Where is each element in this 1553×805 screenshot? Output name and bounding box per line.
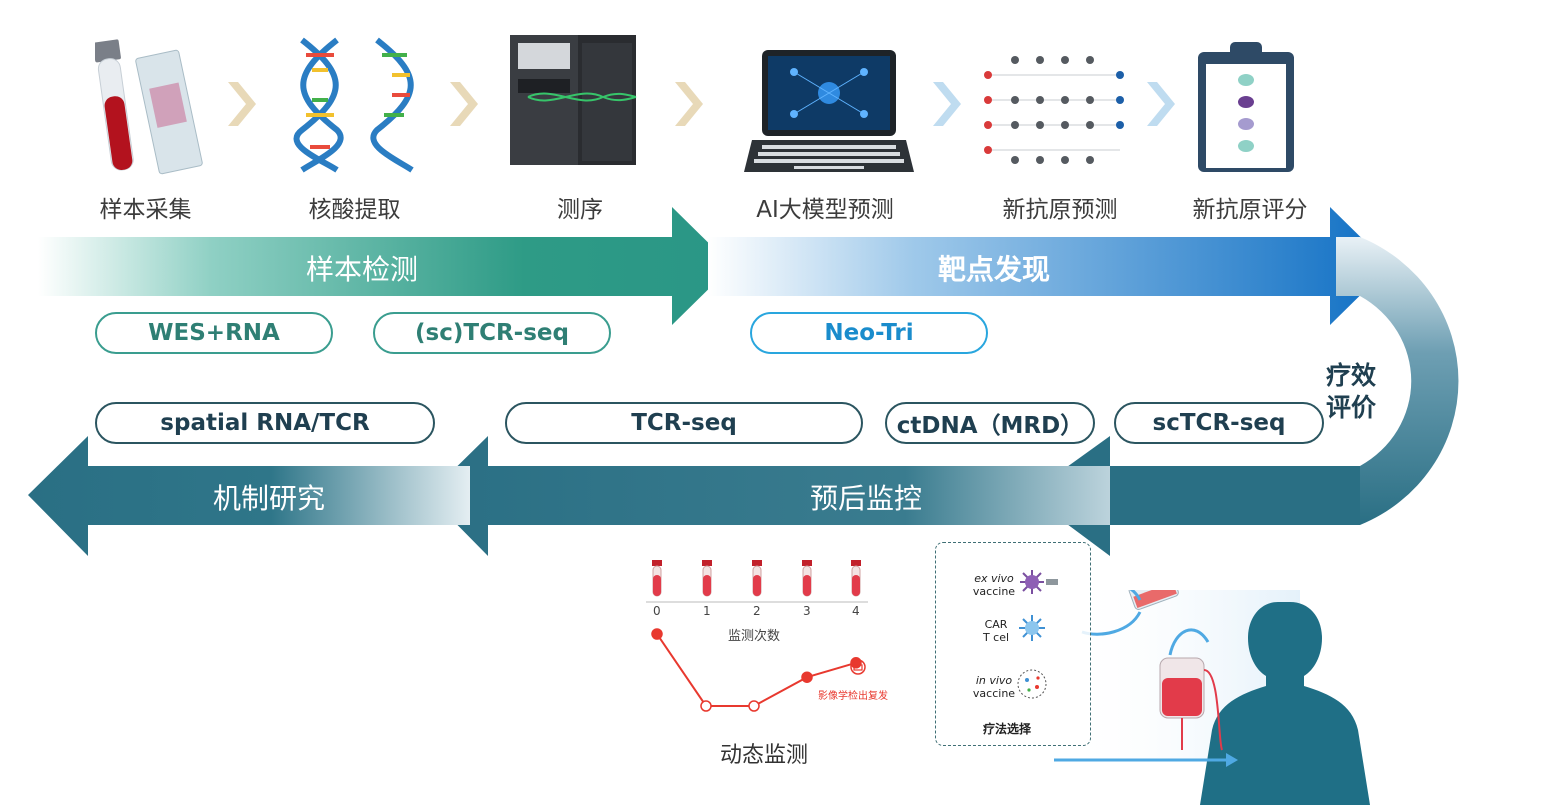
relapse-icon xyxy=(850,659,866,675)
blood-tube-icon xyxy=(802,560,812,597)
tube-label: 3 xyxy=(803,604,811,618)
monitoring-point xyxy=(651,628,663,640)
monitoring-line xyxy=(651,628,862,712)
laptop-ai-icon xyxy=(744,50,914,172)
monitoring-chart xyxy=(646,560,868,712)
blood-tube-icon xyxy=(652,560,662,597)
tube-label: 1 xyxy=(703,604,711,618)
exvivo-line2: vaccine xyxy=(972,585,1016,598)
monitoring-point xyxy=(748,700,760,712)
efficacy-label-line1: 疗效 xyxy=(1326,361,1377,390)
blood-tube-slide-icon xyxy=(95,39,203,175)
blood-tube-icon xyxy=(702,560,712,597)
chevron-right-icon xyxy=(1147,82,1175,126)
pill-ctdna-mrd: ctDNA（MRD） xyxy=(885,402,1095,444)
therapy-title: 疗法选择 xyxy=(983,722,1032,736)
pill-tcr-seq: TCR-seq xyxy=(505,402,863,444)
monitoring-title: 动态监测 xyxy=(720,743,809,768)
iv-bag-icon xyxy=(1159,657,1223,751)
chevron-right-icon xyxy=(933,82,961,126)
exvivo-label: ex vivo vaccine xyxy=(966,572,1022,598)
dendritic-cell-icon xyxy=(1020,570,1058,594)
arrow-up-icon xyxy=(1168,628,1210,656)
person-silhouette-icon xyxy=(1200,602,1370,805)
step-label-sequencing: 测序 xyxy=(557,197,603,223)
exvivo-line1: ex vivo xyxy=(974,572,1014,585)
monitoring-point xyxy=(801,671,813,683)
monitoring-point xyxy=(700,700,712,712)
car-t-cell-icon xyxy=(1019,615,1045,641)
pill-wes-rna: WES+RNA xyxy=(95,312,333,354)
tube-label: 0 xyxy=(653,604,661,618)
step-label-neoantigen-scoring: 新抗原评分 xyxy=(1192,197,1308,223)
monitoring-axis-label: 监测次数 xyxy=(728,629,781,644)
chevron-right-icon xyxy=(228,82,256,126)
invivo-line2: vaccine xyxy=(972,687,1016,700)
patient-illustration xyxy=(1054,590,1370,805)
pill-sc-tcr-seq: (sc)TCR-seq xyxy=(373,312,611,354)
mechanism-arrow xyxy=(28,436,470,556)
therapy-icons xyxy=(1017,570,1058,699)
pill-neo-tri: Neo-Tri xyxy=(750,312,988,354)
blood-tube-icon xyxy=(752,560,762,597)
step-label-ai-prediction: AI大模型预测 xyxy=(756,197,894,223)
step-label-neoantigen-prediction: 新抗原预测 xyxy=(1002,197,1118,223)
tube-label: 4 xyxy=(852,604,860,618)
monitoring-tubes xyxy=(652,560,861,597)
culture-flask-icon xyxy=(1128,590,1179,610)
invivo-line1: in vivo xyxy=(975,674,1013,687)
clipboard-icon xyxy=(1198,42,1294,172)
band-title-sample-detection: 样本检测 xyxy=(306,253,419,286)
blood-tube-icon xyxy=(851,560,861,597)
tube-label: 2 xyxy=(753,604,761,618)
step-label-nucleic-extraction: 核酸提取 xyxy=(308,197,401,223)
car-t-label: CAR T cel xyxy=(975,618,1017,644)
chevron-right-icon xyxy=(675,82,703,126)
car-line2: T cel xyxy=(982,631,1010,644)
band-title-mechanism: 机制研究 xyxy=(213,482,326,515)
sample-detection-arrow xyxy=(38,207,732,325)
target-discovery-arrow xyxy=(708,207,1390,325)
invivo-label: in vivo vaccine xyxy=(966,674,1022,700)
band-title-prognosis: 预后监控 xyxy=(810,482,923,515)
car-line1: CAR xyxy=(984,618,1008,631)
peptide-network-icon xyxy=(984,56,1124,164)
lipid-nanoparticle-icon xyxy=(1017,669,1047,699)
therapy-panel xyxy=(935,542,1091,746)
pill-spatial-rna-tcr: spatial RNA/TCR xyxy=(95,402,435,444)
prognosis-arrow xyxy=(428,436,1110,556)
arrow-head-icon xyxy=(1226,753,1238,767)
tube-labels: 0 1 2 3 4 xyxy=(646,604,876,618)
sequencer-icon xyxy=(510,35,637,165)
step-label-sample-collection: 样本采集 xyxy=(99,197,192,223)
pill-sctcr-seq: scTCR-seq xyxy=(1114,402,1324,444)
prognosis-entry-arrow xyxy=(1028,436,1360,556)
efficacy-label: 疗效 评价 xyxy=(1326,360,1376,424)
band-title-target-discovery: 靶点发现 xyxy=(938,253,1051,286)
efficacy-label-line2: 评价 xyxy=(1326,393,1377,422)
arrow-left-icon xyxy=(1129,590,1142,601)
relapse-label: 影像学检出复发 xyxy=(818,691,888,702)
chevron-right-icon xyxy=(450,82,478,126)
dna-helix-icon xyxy=(293,37,414,173)
